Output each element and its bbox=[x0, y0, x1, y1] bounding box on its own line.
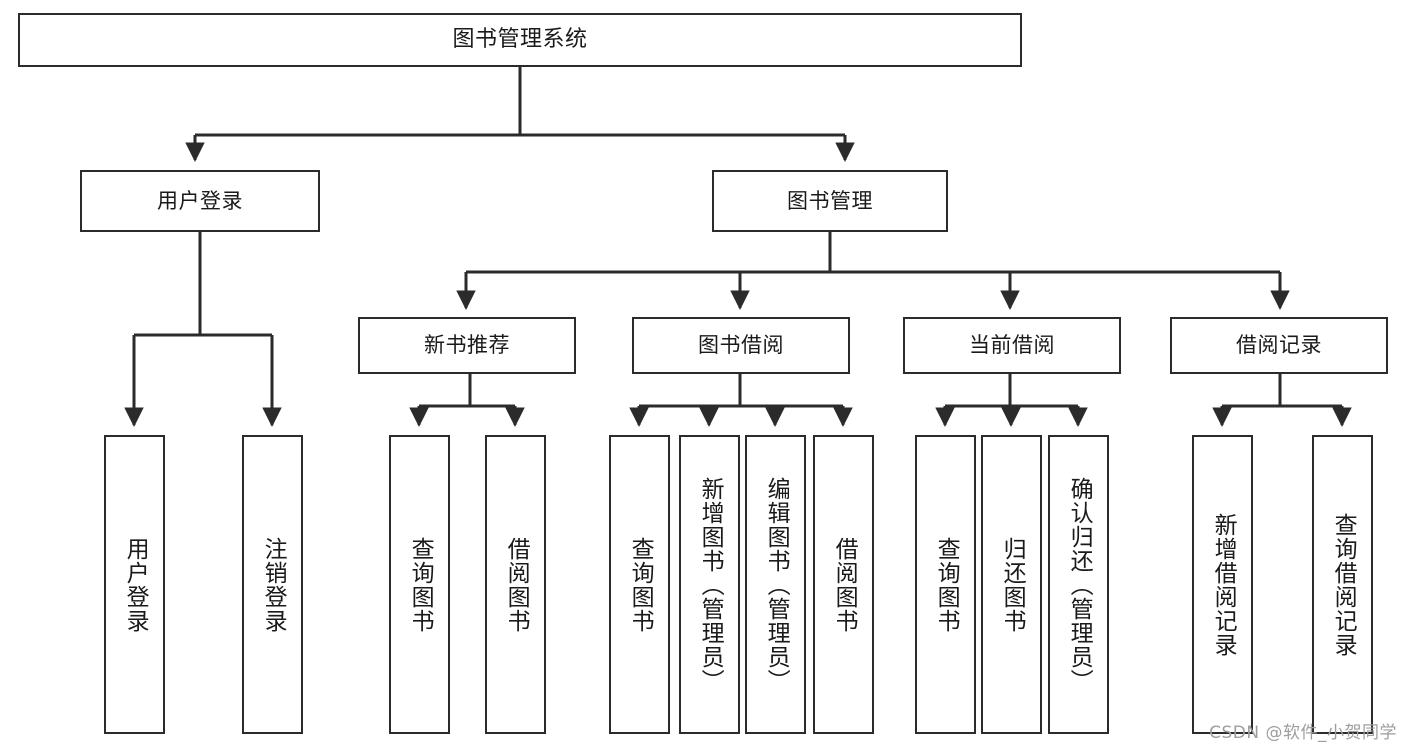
node-borrow-record-label: 借阅记录 bbox=[1236, 333, 1322, 358]
leaf-book-borrow-2[interactable]: 编辑图书（管理员） bbox=[745, 435, 806, 734]
node-new-book-recommend[interactable]: 新书推荐 bbox=[358, 317, 576, 374]
node-root-label: 图书管理系统 bbox=[452, 27, 588, 53]
node-book-management[interactable]: 图书管理 bbox=[712, 170, 948, 232]
leaf-borrow-record-1[interactable]: 查询借阅记录 bbox=[1312, 435, 1373, 734]
node-new-book-recommend-label: 新书推荐 bbox=[424, 333, 510, 358]
leaf-current-borrow-0-label: 查询图书 bbox=[933, 536, 960, 633]
leaf-current-borrow-1-label: 归还图书 bbox=[999, 536, 1026, 633]
leaf-borrow-record-0-label: 新增借阅记录 bbox=[1210, 512, 1237, 657]
leaf-current-borrow-0[interactable]: 查询图书 bbox=[915, 435, 976, 734]
node-book-management-label: 图书管理 bbox=[787, 188, 873, 213]
leaf-book-borrow-0[interactable]: 查询图书 bbox=[609, 435, 670, 734]
leaf-user-login-1-label: 注销登录 bbox=[260, 536, 287, 633]
leaf-current-borrow-2[interactable]: 确认归还（管理员） bbox=[1048, 435, 1109, 734]
watermark: CSDN @软件_小贺同学 bbox=[1209, 723, 1397, 743]
node-root[interactable]: 图书管理系统 bbox=[18, 13, 1022, 67]
node-borrow-record[interactable]: 借阅记录 bbox=[1170, 317, 1388, 374]
leaf-book-borrow-1-label: 新增图书（管理员） bbox=[697, 476, 724, 693]
leaf-new-book-recommend-0[interactable]: 查询图书 bbox=[389, 435, 450, 734]
leaf-user-login-0[interactable]: 用户登录 bbox=[104, 435, 165, 734]
leaf-new-book-recommend-1[interactable]: 借阅图书 bbox=[485, 435, 546, 734]
node-user-login-label: 用户登录 bbox=[157, 188, 243, 213]
leaf-new-book-recommend-0-label: 查询图书 bbox=[407, 536, 434, 633]
node-book-borrow[interactable]: 图书借阅 bbox=[632, 317, 850, 374]
leaf-user-login-0-label: 用户登录 bbox=[122, 536, 149, 633]
node-current-borrow-label: 当前借阅 bbox=[969, 333, 1055, 358]
leaf-book-borrow-0-label: 查询图书 bbox=[627, 536, 654, 633]
node-current-borrow[interactable]: 当前借阅 bbox=[903, 317, 1121, 374]
leaf-book-borrow-3[interactable]: 借阅图书 bbox=[813, 435, 874, 734]
leaf-borrow-record-1-label: 查询借阅记录 bbox=[1330, 512, 1357, 657]
node-book-borrow-label: 图书借阅 bbox=[698, 333, 784, 358]
leaf-book-borrow-1[interactable]: 新增图书（管理员） bbox=[679, 435, 740, 734]
leaf-current-borrow-2-label: 确认归还（管理员） bbox=[1066, 476, 1093, 693]
node-user-login[interactable]: 用户登录 bbox=[80, 170, 320, 232]
leaf-new-book-recommend-1-label: 借阅图书 bbox=[503, 536, 530, 633]
leaf-book-borrow-3-label: 借阅图书 bbox=[831, 536, 858, 633]
leaf-book-borrow-2-label: 编辑图书（管理员） bbox=[763, 476, 790, 693]
leaf-user-login-1[interactable]: 注销登录 bbox=[242, 435, 303, 734]
leaf-borrow-record-0[interactable]: 新增借阅记录 bbox=[1192, 435, 1253, 734]
leaf-current-borrow-1[interactable]: 归还图书 bbox=[981, 435, 1042, 734]
